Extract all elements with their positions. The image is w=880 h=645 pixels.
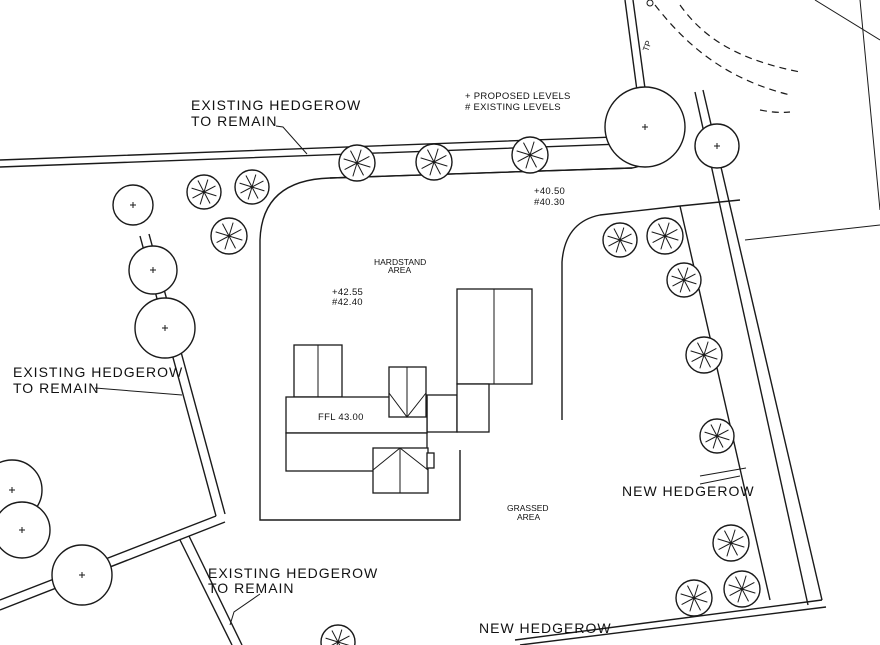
level-existing-b: #40.30 — [534, 197, 565, 208]
grassed-label-1: GRASSED — [507, 503, 549, 513]
road-dashed-edge — [646, 0, 801, 113]
tree-icon — [685, 336, 723, 374]
hedgerow-left-label-1: EXISTING HEDGEROW — [13, 364, 183, 380]
tree-icon — [646, 217, 684, 255]
tree-icon — [666, 262, 702, 298]
level-existing-a: #42.40 — [332, 297, 363, 308]
level-proposed-b: +40.50 — [534, 186, 565, 197]
hardstand-label-2: AREA — [388, 265, 411, 275]
tree-icon — [134, 297, 196, 359]
leader-lines — [94, 125, 741, 626]
grassed-label-2: AREA — [517, 512, 540, 522]
boundary-right — [679, 89, 823, 606]
legend-proposed: + PROPOSED LEVELS — [465, 91, 571, 102]
tree-icon — [511, 136, 549, 174]
hedgerow-bottom-label-2: TO REMAIN — [208, 580, 295, 596]
tree-icon — [694, 123, 740, 169]
tree-icon — [128, 245, 178, 295]
tree-icon — [723, 570, 761, 608]
tree-icon — [712, 524, 750, 562]
boundary-bottom — [514, 599, 827, 645]
tree-icon — [675, 579, 713, 617]
hardstand-label-1: HARDSTAND — [374, 257, 426, 267]
tree-icon — [415, 143, 453, 181]
hedgerow-top-label-2: TO REMAIN — [191, 113, 278, 129]
tree-icon — [234, 169, 270, 205]
tree-icon — [210, 217, 248, 255]
tree-icon — [602, 222, 638, 258]
new-hedgerow-right-label: NEW HEDGEROW — [622, 483, 755, 499]
yard-boundary — [259, 167, 633, 521]
house — [285, 288, 533, 494]
tree-icon — [320, 624, 356, 645]
hedgerow-bottom-label-1: EXISTING HEDGEROW — [208, 565, 378, 581]
tree-icon — [51, 544, 113, 606]
tp-mark: TP — [640, 39, 653, 53]
grass-boundary — [561, 205, 681, 420]
trees — [0, 86, 761, 645]
legend-existing: # EXISTING LEVELS — [465, 102, 561, 113]
boundary-left — [0, 233, 243, 645]
ffl-label: FFL 43.00 — [318, 412, 364, 423]
tree-icon — [112, 184, 154, 226]
tree-icon — [338, 144, 376, 182]
new-hedgerow-bottom-label: NEW HEDGEROW — [479, 620, 612, 636]
level-proposed-a: +42.55 — [332, 287, 363, 298]
sheet-edge — [744, 0, 880, 241]
tree-icon — [604, 86, 686, 168]
tree-icon — [186, 174, 222, 210]
tree-icon — [699, 418, 735, 454]
hedgerow-left-label-2: TO REMAIN — [13, 380, 100, 396]
hedgerow-top-label-1: EXISTING HEDGEROW — [191, 97, 361, 113]
tree-icon — [0, 501, 51, 559]
